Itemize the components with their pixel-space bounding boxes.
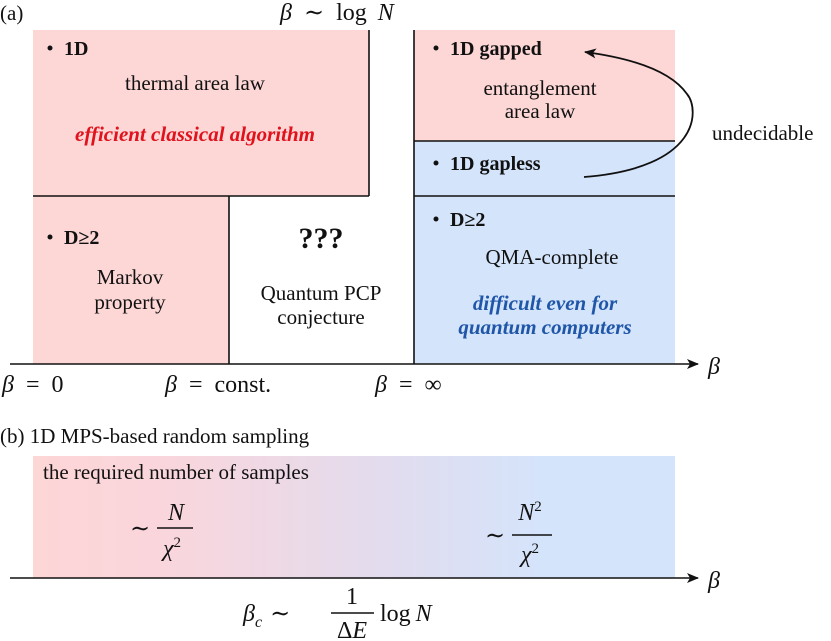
region-d2-right-highlight-2: quantum computers (458, 315, 631, 339)
region-d2-right-title: D≥2 (450, 209, 485, 231)
bullet (433, 216, 439, 222)
left-expression: ∼ N χ2 (130, 500, 193, 562)
region-d2-right: D≥2 QMA-complete difficult even for quan… (433, 209, 632, 339)
left-sim: ∼ (130, 516, 150, 542)
beta-logn-marker: β ∼ log N (279, 0, 396, 26)
right-sim: ∼ (485, 523, 505, 549)
region-1d-gapped-text-2: area law (505, 99, 576, 123)
right-den: χ2 (519, 541, 539, 568)
region-1d-gapless-title: 1D gapless (450, 153, 541, 175)
tick-beta-zero: β = 0 (1, 372, 64, 398)
panel-b-label: (b) 1D MPS-based random sampling (0, 424, 310, 448)
region-1d-gapped-bg (414, 30, 675, 141)
beta-c-num: 1 (346, 584, 358, 610)
region-1d-bg (33, 30, 369, 196)
beta-c-lhs: βc∼ (242, 601, 290, 631)
axis-b-beta: β (707, 568, 720, 594)
region-1d-gapped-text-1: entanglement (483, 76, 596, 100)
tick-beta-inf: β = ∞ (374, 372, 442, 398)
region-1d-gapped: 1D gapped entanglement area law (433, 38, 597, 123)
region-1d-text: thermal area law (125, 71, 266, 95)
region-d2-left-text-2: property (94, 290, 166, 314)
bullet (47, 234, 53, 240)
undecidable-label: undecidable (712, 121, 813, 145)
region-mid-text-1: Quantum PCP (261, 281, 382, 305)
right-expression: ∼ N2 χ2 (485, 499, 552, 568)
region-1d-highlight: efficient classical algorithm (75, 122, 315, 146)
panel-a-label: (a) (0, 1, 23, 25)
region-1d-gapped-title: 1D gapped (450, 38, 542, 60)
beta-c-den: ΔE (337, 618, 367, 641)
region-d2-left-title: D≥2 (64, 227, 99, 249)
bullet (47, 45, 53, 51)
region-d2-left: D≥2 Markov property (47, 227, 166, 314)
bullet (433, 160, 439, 166)
region-1d-title: 1D (64, 38, 88, 60)
region-d2-right-highlight-1: difficult even for (473, 291, 618, 315)
region-d2-left-bg (33, 196, 229, 364)
region-d2-right-bg (414, 196, 675, 364)
undecidable-arrow (583, 48, 694, 178)
sampling-header: the required number of samples (43, 460, 309, 484)
region-mid-title: ??? (299, 222, 344, 255)
region-dividers (33, 30, 675, 364)
tick-beta-const: β = const. (164, 372, 271, 398)
axis-a-beta: β (707, 354, 720, 380)
left-den: χ2 (161, 535, 181, 562)
region-mid-text-2: conjecture (277, 305, 364, 329)
region-d2-right-text: QMA-complete (486, 245, 619, 269)
region-mid: ??? Quantum PCP conjecture (261, 222, 382, 329)
left-num: N (167, 500, 186, 526)
region-d2-left-text-1: Markov (97, 265, 164, 289)
region-1d: 1D thermal area law efficient classical … (47, 38, 315, 146)
sampling-gradient-bg (33, 456, 675, 578)
bullet (433, 45, 439, 51)
right-num: N2 (517, 499, 542, 526)
region-1d-gapless: 1D gapless (433, 153, 541, 175)
